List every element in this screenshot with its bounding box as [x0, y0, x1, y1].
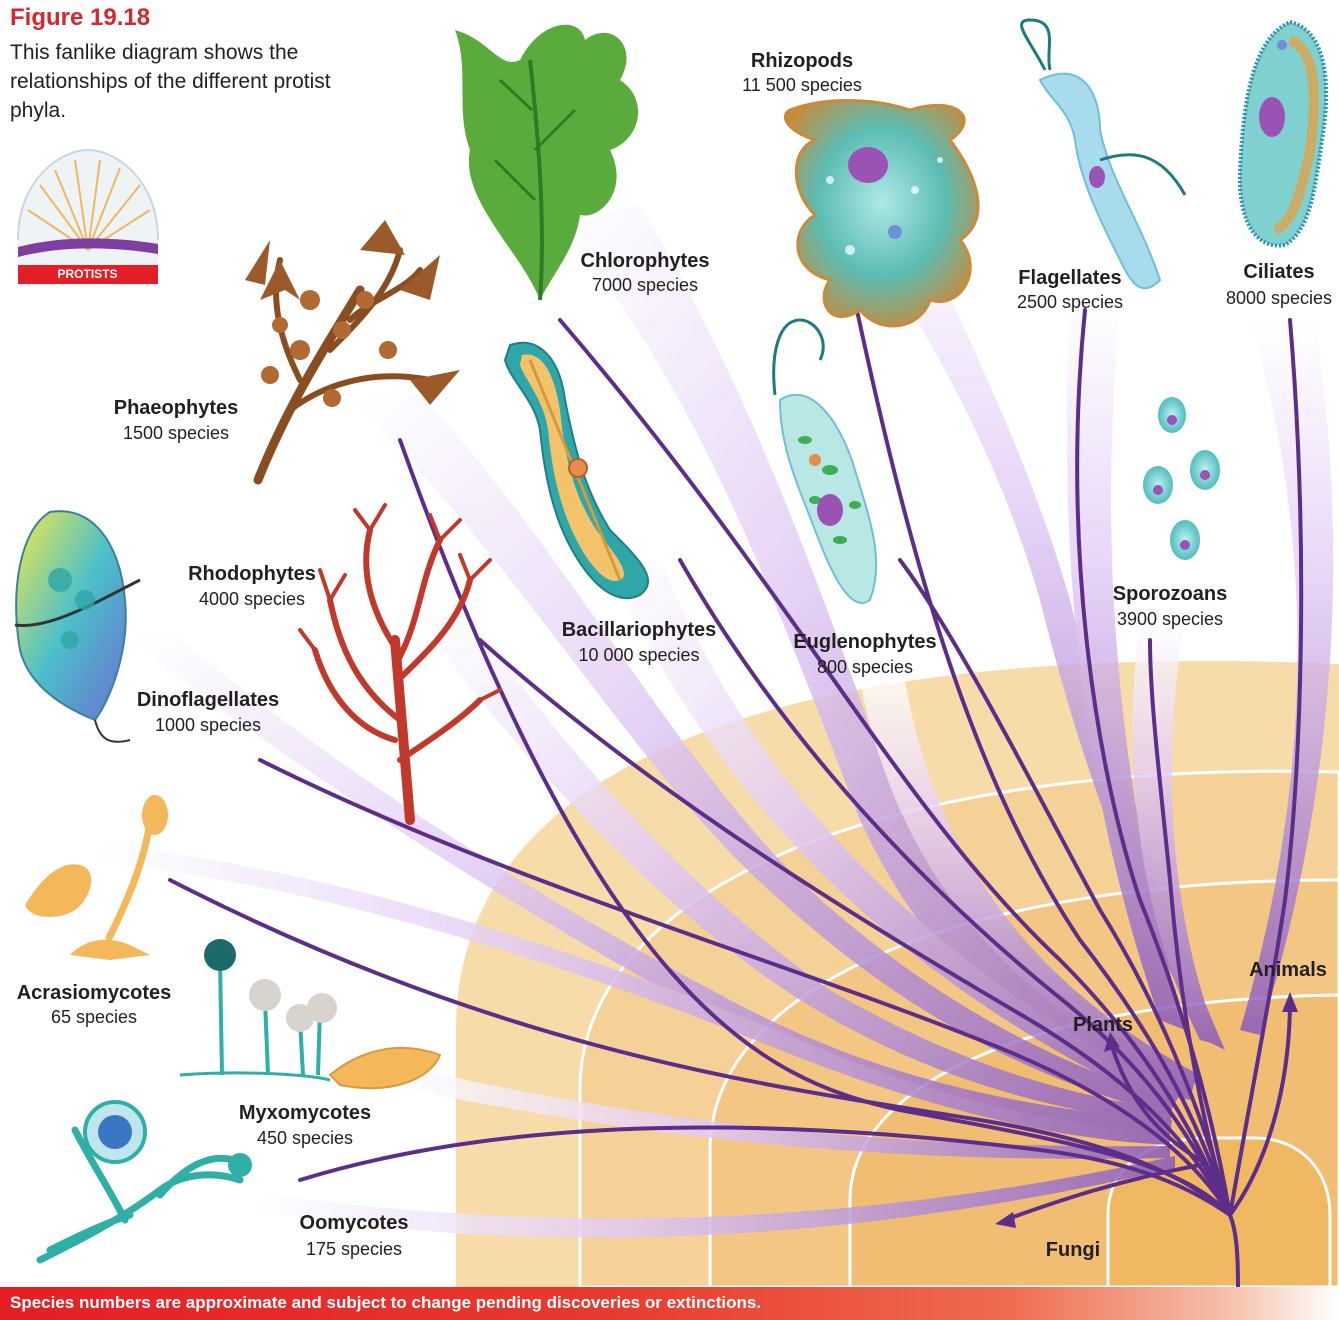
phylum-species: 8000 species	[1226, 288, 1332, 308]
phylum-species: 800 species	[817, 657, 913, 677]
protists-badge-label: PROTISTS	[16, 265, 159, 284]
phylum-species: 1000 species	[155, 715, 261, 735]
phylum-species: 450 species	[257, 1128, 353, 1148]
rhizopod-illustration	[785, 101, 978, 326]
phylum-name: Flagellates	[1018, 267, 1121, 289]
kingdom-animals-label: Animals	[1249, 959, 1327, 981]
phylum-species: 2500 species	[1017, 292, 1123, 312]
flagellate-illustration	[1022, 20, 1185, 288]
protists-badge-icon	[18, 150, 158, 284]
phylum-species: 175 species	[306, 1239, 402, 1259]
phylum-species: 11 500 species	[742, 75, 862, 95]
phylum-name: Oomycotes	[300, 1212, 409, 1234]
phylum-species: 1500 species	[123, 423, 229, 443]
phylum-name: Dinoflagellates	[137, 689, 279, 711]
phylum-name: Phaeophytes	[114, 397, 238, 419]
phylum-name: Euglenophytes	[793, 631, 936, 653]
phylum-name: Rhizopods	[751, 50, 853, 72]
ciliate-illustration	[1240, 22, 1326, 246]
oomycote-illustration	[40, 1102, 252, 1260]
phylum-name: Sporozoans	[1113, 583, 1227, 605]
sporozoan-illustration	[1143, 397, 1220, 560]
phylum-name: Chlorophytes	[581, 250, 710, 272]
phylum-species: 10 000 species	[578, 645, 699, 665]
kingdom-fungi-label: Fungi	[1046, 1239, 1100, 1261]
dinoflagellate-illustration	[15, 511, 140, 742]
kingdom-plants-label: Plants	[1073, 1014, 1133, 1036]
phylum-name: Bacillariophytes	[562, 619, 717, 641]
figure-title: Figure 19.18	[10, 4, 150, 32]
acrasiomycote-illustration	[25, 795, 168, 960]
myxomycote-illustration	[180, 939, 440, 1088]
phylum-name: Ciliates	[1243, 261, 1314, 283]
phylum-species: 7000 species	[592, 275, 698, 295]
phylum-species: 65 species	[51, 1007, 137, 1027]
phylum-name: Myxomycotes	[239, 1102, 371, 1124]
footer-note: Species numbers are approximate and subj…	[10, 1293, 761, 1313]
phylum-name: Acrasiomycotes	[17, 982, 172, 1004]
phylum-species: 4000 species	[199, 589, 305, 609]
figure-caption: This fanlike diagram shows the relations…	[10, 38, 370, 125]
phylum-species: 3900 species	[1117, 609, 1223, 629]
footer-banner: Species numbers are approximate and subj…	[0, 1287, 1339, 1320]
phylum-name: Rhodophytes	[188, 563, 316, 585]
